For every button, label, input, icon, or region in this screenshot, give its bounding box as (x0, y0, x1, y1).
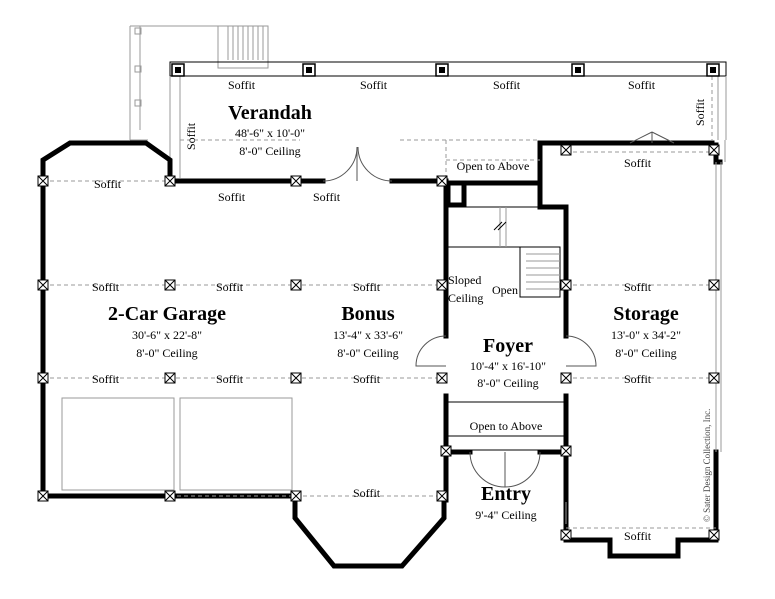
room-entry: Entry 9'-4" Ceiling (475, 483, 536, 522)
room-ceiling: 9'-4" Ceiling (475, 508, 536, 522)
column (708, 279, 720, 291)
room-verandah: Verandah 48'-6" x 10'-0" 8'-0" Ceiling (228, 102, 312, 158)
column (708, 372, 720, 384)
room-size: 30'-6" x 22'-8" (132, 328, 202, 342)
room-ceiling: 8'-0" Ceiling (239, 144, 300, 158)
soffit-label: Soffit (624, 529, 652, 543)
room-name: Verandah (228, 102, 312, 124)
room-name: 2-Car Garage (108, 303, 226, 325)
soffit-label: Soffit (360, 78, 388, 92)
column (560, 372, 572, 384)
garage-door-panels (61, 397, 293, 491)
storage-window-wall (715, 140, 726, 452)
room-name: Storage (613, 303, 679, 325)
columns (37, 144, 720, 541)
soffit-label: Soffit (493, 78, 521, 92)
soffit-lines (43, 140, 716, 529)
column (164, 279, 176, 291)
soffit-label: Soffit (693, 98, 707, 126)
soffit-label: Soffit (624, 372, 652, 386)
room-ceiling: 8'-0" Ceiling (615, 346, 676, 360)
soffit-label: Soffit (216, 372, 244, 386)
column (436, 175, 448, 187)
room-bonus: Bonus 13'-4" x 33'-6" 8'-0" Ceiling (333, 303, 403, 360)
column (290, 372, 302, 384)
soffit-labels: Soffit Soffit Soffit Soffit Soffit Soffi… (92, 78, 707, 543)
column (290, 175, 302, 187)
doors (322, 131, 675, 488)
verandah-posts (171, 63, 720, 77)
room-ceiling: 8'-0" Ceiling (477, 376, 538, 390)
column (290, 490, 302, 502)
column (436, 490, 448, 502)
soffit-label: Soffit (184, 122, 198, 150)
stairs (493, 207, 561, 298)
room-size: 48'-6" x 10'-0" (235, 126, 305, 140)
notes: Open to Above Open to Above Sloped Ceili… (448, 159, 712, 522)
room-size: 10'-4" x 16'-10" (470, 359, 546, 373)
soffit-label: Soffit (353, 486, 381, 500)
column (708, 144, 720, 156)
sloped-ceiling-label: Ceiling (448, 291, 483, 305)
column (37, 279, 49, 291)
soffit-label: Soffit (218, 190, 246, 204)
soffit-label: Soffit (624, 280, 652, 294)
soffit-label: Soffit (216, 280, 244, 294)
column (560, 144, 572, 156)
column (436, 372, 448, 384)
soffit-label: Soffit (92, 372, 120, 386)
room-garage: 2-Car Garage 30'-6" x 22'-8" 8'-0" Ceili… (108, 303, 226, 360)
column (436, 279, 448, 291)
column (164, 490, 176, 502)
column (560, 445, 572, 457)
column (290, 279, 302, 291)
column (37, 490, 49, 502)
room-ceiling: 8'-0" Ceiling (337, 346, 398, 360)
copyright-notice: © Sater Design Collection, Inc. (702, 409, 712, 522)
room-size: 13'-0" x 34'-2" (611, 328, 681, 342)
soffit-label: Soffit (353, 280, 381, 294)
soffit-label: Soffit (228, 78, 256, 92)
column (37, 372, 49, 384)
soffit-label: Soffit (628, 78, 656, 92)
interior-walls (446, 206, 567, 524)
column (37, 175, 49, 187)
open-label: Open (492, 283, 518, 297)
exterior-stair (129, 25, 269, 141)
soffit-label: Soffit (94, 177, 122, 191)
soffit-label: Soffit (353, 372, 381, 386)
room-storage: Storage 13'-0" x 34'-2" 8'-0" Ceiling (611, 303, 681, 360)
room-size: 13'-4" x 33'-6" (333, 328, 403, 342)
verandah-roof (169, 61, 727, 178)
room-ceiling: 8'-0" Ceiling (136, 346, 197, 360)
soffit-label: Soffit (92, 280, 120, 294)
column (164, 175, 176, 187)
column (440, 445, 452, 457)
room-foyer: Foyer 10'-4" x 16'-10" 8'-0" Ceiling (470, 335, 546, 390)
open-to-above-label: Open to Above (457, 159, 530, 173)
soffit-label: Soffit (313, 190, 341, 204)
soffit-label: Soffit (624, 156, 652, 170)
room-name: Foyer (483, 335, 533, 357)
sloped-label: Sloped (448, 273, 481, 287)
column (560, 279, 572, 291)
column (164, 372, 176, 384)
room-name: Bonus (341, 303, 395, 325)
room-name: Entry (481, 483, 531, 505)
column (560, 529, 572, 541)
column (708, 529, 720, 541)
open-to-above-label: Open to Above (470, 419, 543, 433)
